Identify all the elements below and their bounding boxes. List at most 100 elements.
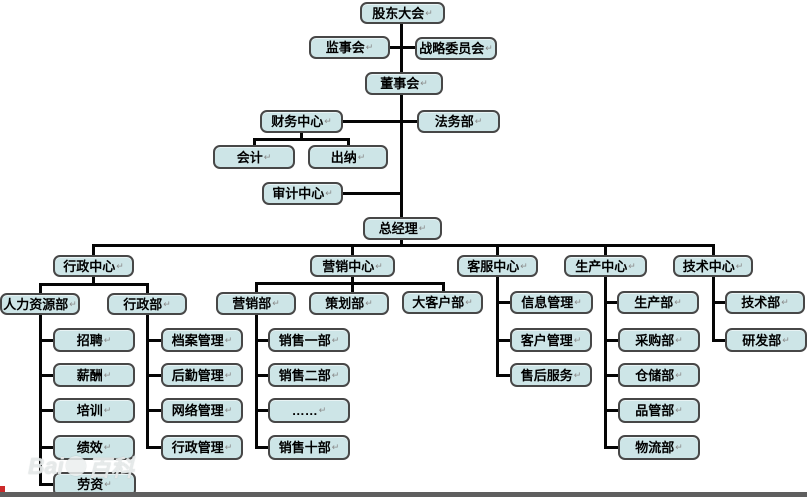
return-mark-icon: ↵ [520, 260, 528, 271]
return-mark-icon: ↵ [103, 442, 112, 452]
connector-line [255, 282, 445, 285]
connector-line [604, 339, 619, 342]
node-label: 战略委员会 [419, 41, 485, 56]
connector-line [39, 315, 42, 486]
org-node-purchasing-dept: 采购部↵ [618, 328, 700, 352]
connector-line [496, 374, 511, 377]
org-node-board-of-directors: 董事会↵ [365, 72, 443, 95]
connector-line [712, 277, 715, 341]
connector-line [712, 246, 715, 256]
org-node-accounting: 会计↵ [213, 145, 295, 169]
org-node-tech-dept: 技术部↵ [725, 291, 805, 314]
node-label: 物流部 [635, 440, 675, 455]
connector-line [496, 301, 511, 304]
connector-line [146, 339, 162, 342]
org-node-training: 培训↵ [53, 398, 135, 423]
return-mark-icon: ↵ [675, 405, 683, 415]
connector-line [39, 409, 54, 412]
node-label: 会计 [236, 149, 263, 165]
node-label: 研发部 [742, 332, 782, 348]
connector-line [604, 277, 607, 448]
node-label: 后勤管理 [171, 367, 224, 383]
org-node-quality-control-dept: 品管部↵ [618, 398, 700, 423]
connector-line [351, 277, 354, 284]
return-mark-icon: ↵ [224, 334, 233, 345]
org-node-warehouse-dept: 仓储部↵ [618, 363, 700, 387]
org-node-archives-management: 档案管理↵ [161, 328, 243, 352]
connector-line [351, 246, 354, 256]
org-node-general-manager: 总经理↵ [363, 217, 442, 240]
bottom-rule [0, 492, 807, 497]
node-label: 招聘 [76, 332, 103, 348]
org-node-strategy-committee: 战略委员会↵ [415, 37, 497, 60]
node-label: 营销中心 [322, 258, 375, 274]
node-label: 出纳 [330, 149, 357, 165]
org-node-key-accounts-dept: 大客户部↵ [402, 291, 483, 314]
connector-line [255, 339, 269, 342]
connector-line [39, 283, 149, 286]
return-mark-icon: ↵ [675, 369, 683, 380]
org-node-shareholders-meeting: 股东大会↵ [360, 2, 445, 24]
org-node-info-management: 信息管理↵ [510, 291, 593, 314]
return-mark-icon: ↵ [331, 369, 340, 380]
node-label: 技术部 [741, 295, 781, 310]
node-label: 绩效 [76, 440, 103, 455]
node-label: 审计中心 [272, 186, 325, 201]
return-mark-icon: ↵ [465, 297, 473, 307]
org-node-sales-dept-ellipsis: ……↵ [268, 398, 350, 423]
org-node-sales-dept-1: 销售一部↵ [268, 328, 350, 352]
connector-line [400, 95, 403, 218]
connector-line [255, 409, 269, 412]
connector-line [253, 140, 256, 146]
connector-line [442, 284, 445, 292]
connector-line [351, 284, 354, 293]
node-label: 销售二部 [278, 367, 331, 383]
org-node-sales-dept-2: 销售二部↵ [268, 363, 350, 387]
connector-line [604, 446, 619, 449]
connector-line [255, 284, 258, 293]
org-node-admin-dept: 行政部↵ [107, 293, 187, 315]
org-node-customer-management: 客户管理↵ [510, 328, 592, 352]
return-mark-icon: ↵ [318, 405, 327, 415]
node-label: 客服中心 [467, 258, 520, 274]
connector-line [343, 120, 417, 123]
return-mark-icon: ↵ [365, 298, 373, 308]
return-mark-icon: ↵ [474, 116, 483, 126]
org-node-customer-service-center: 客服中心↵ [457, 255, 538, 277]
org-node-sales-dept-10: 销售十部↵ [268, 435, 350, 460]
org-node-performance: 绩效↵ [53, 435, 135, 460]
node-label: 财务中心 [271, 114, 324, 129]
org-node-recruitment: 招聘↵ [53, 328, 135, 352]
connector-line [92, 244, 715, 247]
return-mark-icon: ↵ [331, 334, 340, 345]
org-node-compensation: 薪酬↵ [53, 363, 135, 387]
node-label: 行政部 [123, 296, 163, 312]
node-label: 股东大会 [372, 5, 425, 21]
connector-line [496, 277, 499, 377]
connector-line [39, 483, 54, 486]
return-mark-icon: ↵ [325, 188, 333, 198]
org-node-logistics-management: 后勤管理↵ [161, 363, 243, 387]
org-node-supervisory-board: 监事会↵ [309, 36, 390, 59]
org-node-admin-center: 行政中心↵ [53, 255, 134, 277]
org-node-marketing-dept: 营销部↵ [216, 292, 296, 315]
connector-line [253, 138, 350, 141]
node-label: 品管部 [635, 403, 675, 418]
return-mark-icon: ↵ [263, 151, 272, 162]
connector-line [400, 240, 403, 247]
return-mark-icon: ↵ [224, 442, 233, 452]
node-label: 策划部 [325, 296, 365, 311]
return-mark-icon: ↵ [365, 42, 374, 52]
return-mark-icon: ↵ [782, 334, 790, 345]
return-mark-icon: ↵ [675, 334, 683, 345]
node-label: 营销部 [232, 296, 272, 311]
return-mark-icon: ↵ [324, 116, 332, 126]
org-node-technology-center: 技术中心↵ [673, 255, 753, 277]
return-mark-icon: ↵ [674, 297, 682, 307]
node-label: 监事会 [325, 40, 365, 55]
connector-line [146, 446, 162, 449]
node-label: 销售一部 [278, 332, 331, 348]
connector-line [39, 374, 54, 377]
connector-line [255, 374, 269, 377]
return-mark-icon: ↵ [675, 442, 683, 452]
